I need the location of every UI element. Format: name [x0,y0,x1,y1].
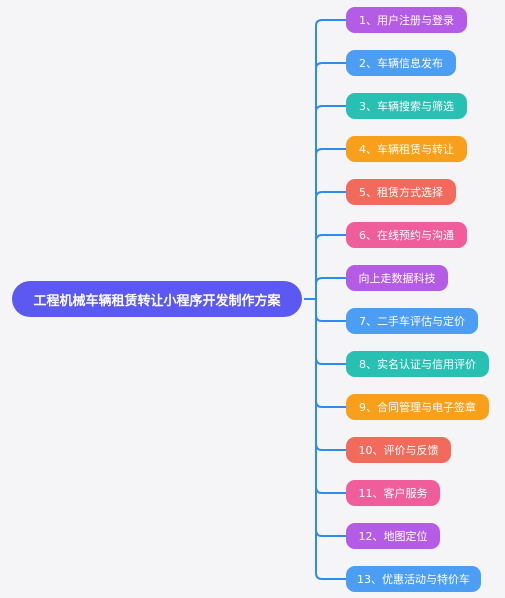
branch-node-9[interactable]: 8、实名认证与信用评价 [346,351,489,377]
branch-link-5 [315,191,346,199]
branch-link-9 [315,357,346,365]
branch-label: 10、评价与反馈 [358,444,439,457]
branch-label: 向上走数据科技 [358,272,436,285]
branch-label: 8、实名认证与信用评价 [359,358,476,371]
branch-link-10 [315,400,346,408]
branch-label: 4、车辆租赁与转让 [359,143,454,156]
root-label: 工程机械车辆租赁转让小程序开发制作方案 [33,293,281,309]
branch-label: 2、车辆信息发布 [359,57,443,70]
branch-label: 13、优惠活动与特价车 [357,573,470,586]
branch-label: 12、地图定位 [358,530,428,543]
root-node[interactable]: 工程机械车辆租赁转让小程序开发制作方案 [12,281,302,317]
branch-label: 3、车辆搜索与筛选 [359,100,454,113]
branch-label: 5、租赁方式选择 [359,186,443,199]
branch-label: 1、用户注册与登录 [359,14,454,27]
branch-node-4[interactable]: 4、车辆租赁与转让 [346,136,467,162]
branch-node-2[interactable]: 2、车辆信息发布 [346,50,456,76]
branch-link-6 [315,234,346,242]
branch-node-11[interactable]: 10、评价与反馈 [346,437,451,463]
branch-label: 7、二手车评估与定价 [359,315,465,328]
branch-node-3[interactable]: 3、车辆搜索与筛选 [346,93,467,119]
branch-link-8 [315,314,346,322]
trunk-line [304,26,317,573]
branch-link-12 [315,486,346,494]
branch-node-6[interactable]: 6、在线预约与沟通 [346,222,467,248]
branch-link-1 [315,19,346,27]
branch-node-13[interactable]: 12、地图定位 [346,523,440,549]
branch-link-4 [315,148,346,156]
branch-link-7 [315,277,346,285]
branch-label: 9、合同管理与电子签章 [359,401,476,414]
branch-node-8[interactable]: 7、二手车评估与定价 [346,308,478,334]
branch-label: 6、在线预约与沟通 [359,229,454,242]
branch-node-5[interactable]: 5、租赁方式选择 [346,179,456,205]
branch-node-10[interactable]: 9、合同管理与电子签章 [346,394,489,420]
branch-link-14 [315,572,346,580]
branch-label: 11、客户服务 [358,487,428,500]
branch-link-13 [315,529,346,537]
branch-link-3 [315,105,346,113]
branch-link-11 [315,443,346,451]
branch-node-1[interactable]: 1、用户注册与登录 [346,7,467,33]
branch-node-12[interactable]: 11、客户服务 [346,480,440,506]
branch-node-14[interactable]: 13、优惠活动与特价车 [346,566,481,592]
branch-node-7[interactable]: 向上走数据科技 [346,265,448,291]
branch-link-2 [315,62,346,70]
